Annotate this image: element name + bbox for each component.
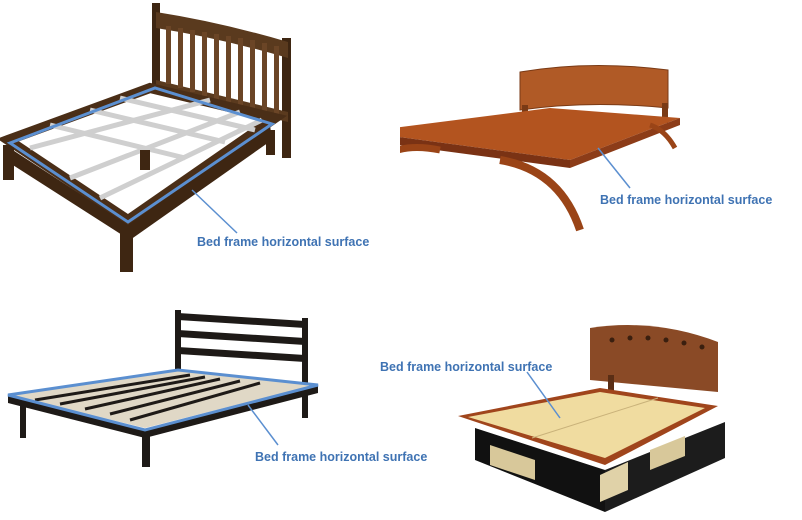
leg-front-left	[20, 400, 26, 438]
bed-image-2: Bed frame horizontal surface	[400, 0, 802, 280]
storage-bed-illustration	[400, 280, 802, 520]
center-leg	[140, 150, 150, 170]
platform-top	[400, 108, 680, 160]
headboard	[520, 65, 668, 110]
leg-front-right	[120, 225, 133, 272]
caption-leader	[192, 190, 237, 233]
headboard-rail-3	[178, 347, 305, 362]
headboard-top-rail	[156, 12, 288, 58]
bed-image-3: Bed frame horizontal surface	[0, 280, 400, 520]
platform-bed-illustration	[400, 0, 802, 280]
bed-image-4: Bed frame horizontal surface	[400, 280, 802, 520]
curved-leg-front	[500, 160, 580, 230]
headboard-rail-1	[178, 313, 305, 328]
metal-bed-illustration	[0, 280, 400, 520]
leg-front-left	[3, 145, 14, 180]
caption-4: Bed frame horizontal surface	[380, 360, 552, 374]
caption-2: Bed frame horizontal surface	[600, 193, 772, 207]
caption-leader	[598, 148, 630, 188]
headboard-rail-2	[178, 330, 305, 345]
leg-back-right	[266, 130, 275, 155]
curved-leg-left	[400, 148, 440, 171]
caption-1: Bed frame horizontal surface	[197, 235, 369, 249]
headboard-post-right	[302, 318, 308, 418]
leg-front-right	[142, 432, 150, 467]
caption-leader	[248, 405, 278, 445]
bed-image-1: Bed frame horizontal surface	[0, 0, 400, 280]
